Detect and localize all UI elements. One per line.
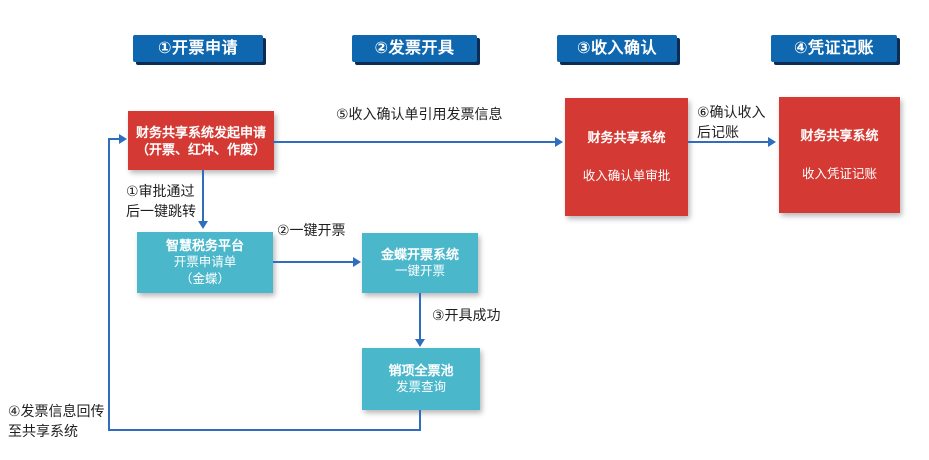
stage-header-voucher-accounting: ④凭证记账	[771, 35, 897, 62]
node-title: 销项全票池	[388, 363, 454, 378]
arrow-feedback-into-fss-line	[108, 138, 121, 140]
arrow-one-click-invoice-line	[273, 261, 354, 263]
arrowhead-down-icon	[415, 339, 425, 347]
stage-header-invoice-issuance: ②发票开具	[352, 35, 477, 62]
node-subtitle: 收入确认单审批	[582, 169, 671, 184]
edge-label-income-ref-invoice: ⑤收入确认单引用发票信息	[336, 106, 503, 122]
arrowhead-right-icon	[555, 137, 563, 147]
arrow-feedback-up-line	[108, 138, 110, 431]
node-subtitle: 收入凭证记账	[801, 167, 877, 181]
arrow-confirm-income-line	[688, 141, 770, 143]
node-subtitle: 一键开票	[394, 264, 445, 278]
arrow-issue-success-line	[419, 293, 421, 341]
node-line: （金蝶）	[179, 272, 230, 286]
node-title: 智慧税务平台	[165, 238, 244, 253]
node-fss-initiate-request: 财务共享系统发起申请 （开票、红冲、作废）	[128, 111, 274, 170]
node-subtitle: 发票查询	[395, 380, 446, 394]
arrowhead-down-icon	[198, 221, 208, 229]
edge-label-invoice-info-return: ④发票信息回传 至共享系统	[8, 403, 105, 439]
node-title: 财务共享系统	[587, 129, 666, 145]
arrowhead-right-icon	[119, 134, 127, 144]
node-kingdee-invoicing-system: 金蝶开票系统 一键开票	[362, 233, 478, 293]
arrow-income-ref-invoice-line	[273, 141, 557, 143]
node-sales-invoice-pool: 销项全票池 发票查询	[362, 348, 480, 410]
edge-label-one-click-invoice: ②一键开票	[277, 222, 346, 238]
arrowhead-right-icon	[353, 257, 361, 267]
arrow-approve-jump-line	[202, 170, 204, 222]
arrow-feedback-down-line	[419, 410, 421, 431]
edge-label-issue-success: ③开具成功	[432, 307, 501, 323]
arrow-feedback-bottom-line	[108, 429, 421, 431]
stage-header-revenue-confirmation: ③收入确认	[557, 35, 677, 62]
stage-header-invoice-application: ①开票申请	[133, 35, 263, 62]
node-fss-voucher-posting: 财务共享系统 收入凭证记账	[779, 97, 900, 213]
node-smart-tax-platform: 智慧税务平台 开票申请单 （金蝶）	[137, 232, 273, 293]
edge-label-approve-jump: ①审批通过 后一键跳转	[126, 183, 196, 219]
node-title: 财务共享系统发起申请	[135, 124, 266, 140]
node-title: 金蝶开票系统	[380, 247, 459, 262]
arrowhead-right-icon	[768, 137, 776, 147]
node-title: 财务共享系统	[800, 128, 879, 143]
node-fss-income-confirmation: 财务共享系统 收入确认单审批	[565, 98, 688, 216]
node-line: （开票、红冲、作废）	[135, 141, 266, 157]
node-line: 开票申请单	[173, 255, 237, 269]
edge-label-confirm-income-posting: ⑥确认收入 后记账	[697, 104, 766, 140]
